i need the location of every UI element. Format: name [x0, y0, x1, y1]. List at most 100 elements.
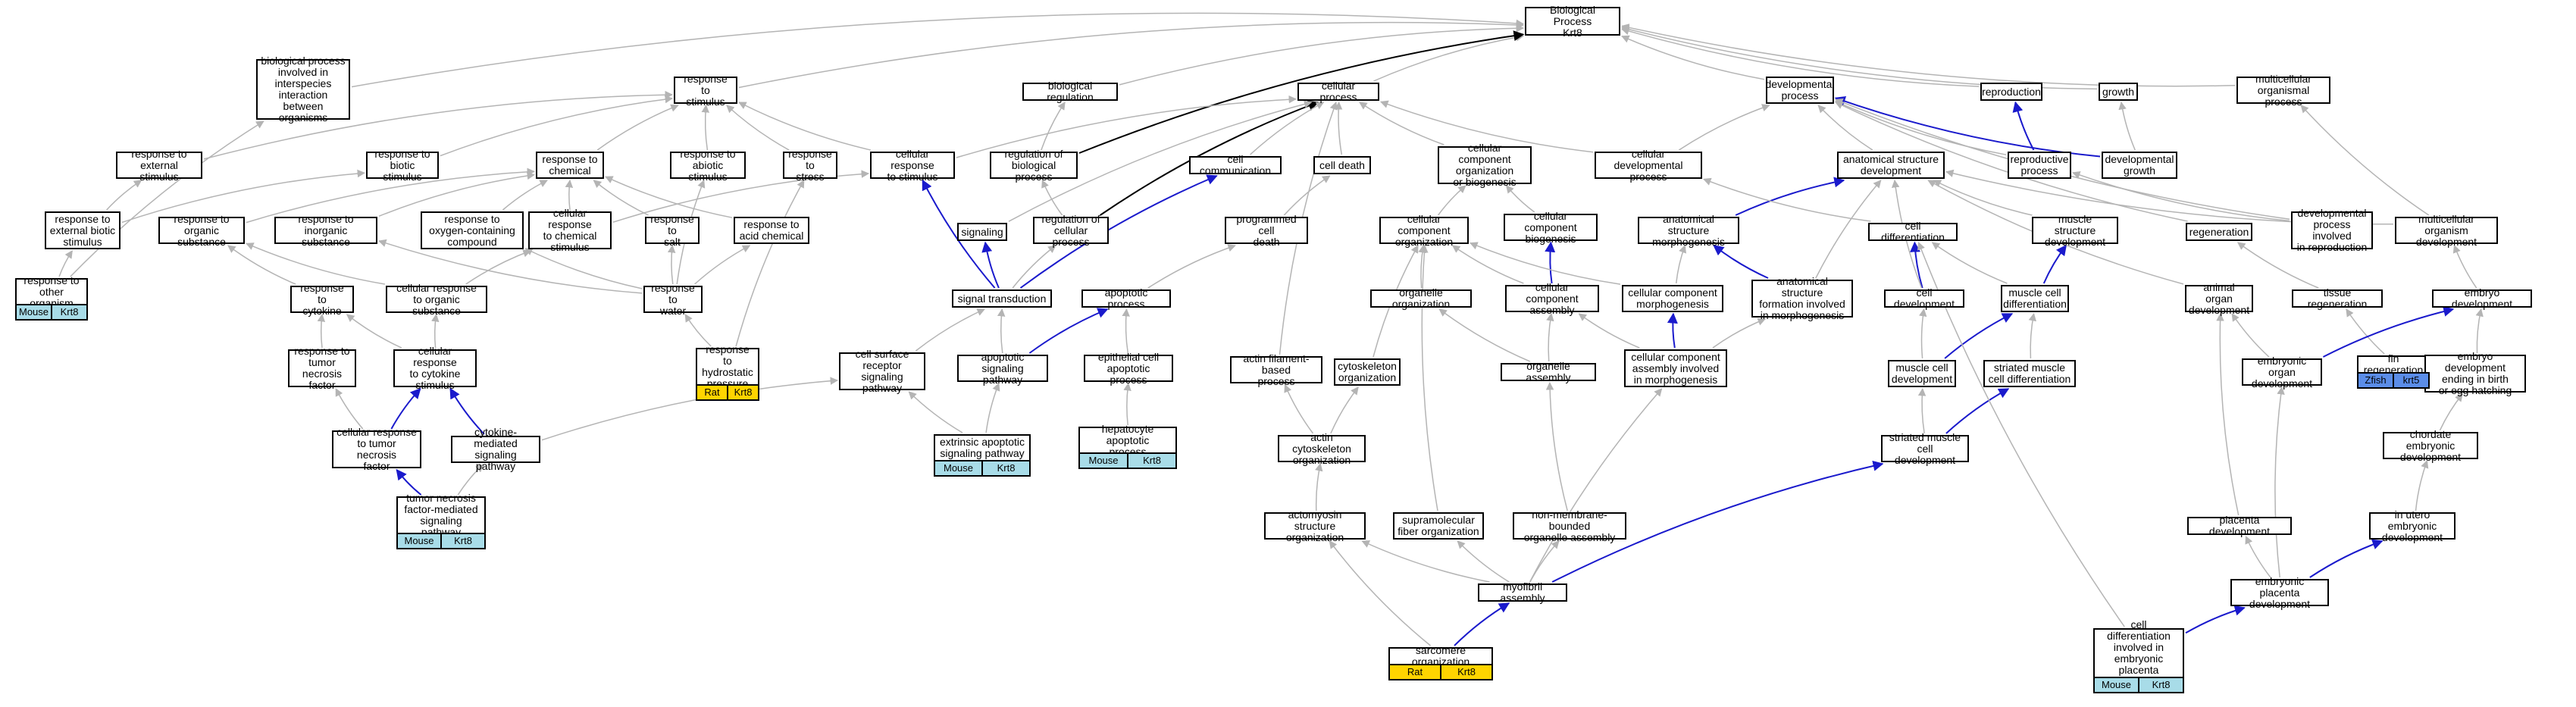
- edge-devproc-to-root: [1621, 35, 1765, 80]
- go-term-cellproc[interactable]: cellular process: [1297, 80, 1379, 103]
- go-term-resp-oxy[interactable]: response to oxygen-containing compound: [421, 211, 524, 249]
- go-term-embryo-organ[interactable]: embryonic organ development: [2242, 355, 2322, 389]
- go-term-anat-dev[interactable]: anatomical structure development: [1837, 152, 1945, 179]
- go-term-signaling[interactable]: signaling: [957, 223, 1007, 241]
- go-term-cell-dev-proc[interactable]: cellular developmental process: [1595, 148, 1702, 182]
- edge-resp-hydro-to-resp-stress: [735, 180, 805, 347]
- go-term-actin-fil[interactable]: actin filament-based process: [1230, 352, 1322, 386]
- go-term-muscle-dev[interactable]: muscle cell development: [1888, 360, 1956, 387]
- edge-multiproc-to-root: [1620, 23, 2236, 87]
- go-term-resp-ext[interactable]: response to external stimulus: [116, 148, 202, 182]
- go-term-resp-other[interactable]: response to other organism: [15, 274, 88, 308]
- go-term-resp-chem[interactable]: response to chemical: [536, 152, 604, 179]
- go-term-dev-growth[interactable]: developmental growth: [2102, 152, 2177, 179]
- go-term-striated-diff[interactable]: striated muscle cell differentiation: [1983, 360, 2076, 387]
- go-term-resp-stress[interactable]: response to stress: [783, 148, 837, 182]
- go-term-cytoskel-org[interactable]: cytoskeleton organization: [1334, 358, 1401, 386]
- go-term-animal-organ[interactable]: animal organ development: [2185, 281, 2253, 315]
- go-term-cell-resp-tnf[interactable]: cellular response to tumor necrosis fact…: [332, 427, 421, 472]
- go-term-placenta[interactable]: placenta development: [2187, 515, 2292, 537]
- go-term-muscle-struct[interactable]: muscle structure development: [2032, 213, 2118, 247]
- go-term-cell-resp-chem[interactable]: cellular response to chemical stimulus: [528, 208, 612, 253]
- edge-muscle-diff-to-muscle-struct: [2042, 244, 2067, 284]
- go-term-csr-sig[interactable]: cell surface receptor signaling pathway: [839, 349, 925, 394]
- go-term-org-org[interactable]: organelle organization: [1370, 287, 1472, 310]
- edge-epi-apop-to-apop-proc: [1122, 308, 1130, 354]
- go-term-cell-dev[interactable]: cell development: [1884, 287, 1964, 310]
- go-term-muscle-diff[interactable]: muscle cell differentiation: [2001, 285, 2069, 312]
- go-term-resp-cyto[interactable]: response to cytokine: [290, 282, 354, 316]
- go-term-bioreg[interactable]: biological regulation: [1022, 80, 1118, 103]
- go-term-nonmem[interactable]: non-membrane-bounded organelle assembly: [1513, 508, 1626, 543]
- go-term-multi-dev[interactable]: multicellular organism development: [2395, 213, 2498, 247]
- go-term-resp-tnf[interactable]: response to tumor necrosis factor: [288, 346, 356, 391]
- go-term-resp-acid[interactable]: response to acid chemical: [734, 217, 809, 244]
- go-term-resp-water[interactable]: response to water: [643, 282, 703, 316]
- go-term-cell-resp-org[interactable]: cellular response to organic substance: [386, 282, 487, 316]
- go-term-resp-salt[interactable]: response to salt: [645, 213, 700, 247]
- go-term-resp-abio[interactable]: response to abiotic stimulus: [670, 148, 746, 182]
- go-term-cc-org[interactable]: cellular component organization: [1379, 213, 1469, 247]
- go-term-sig-trans[interactable]: signal transduction: [952, 289, 1052, 308]
- go-term-cc-assembly[interactable]: cellular component assembly: [1505, 281, 1599, 315]
- go-term-reg-bio[interactable]: regulation of biological process: [990, 148, 1078, 182]
- go-term-chordate[interactable]: chordate embryonic development: [2383, 428, 2478, 462]
- edge-cc-org-to-ccorg-bio: [1437, 185, 1466, 216]
- go-term-root[interactable]: Biological Process Krt8: [1525, 4, 1620, 38]
- go-term-apop-sig[interactable]: apoptotic signaling pathway: [957, 351, 1048, 385]
- go-term-cc-biogen[interactable]: cellular component biogenesis: [1504, 210, 1598, 244]
- go-term-resp-bio[interactable]: response to biotic stimulus: [366, 148, 439, 182]
- go-term-inutero[interactable]: in utero embryonic development: [2369, 508, 2455, 543]
- go-term-bpinter[interactable]: biological process involved in interspec…: [256, 55, 350, 124]
- badge-species: Zfish: [2365, 374, 2387, 386]
- go-term-resp-hydro[interactable]: response to hydrostatic pressure: [696, 344, 759, 389]
- go-term-actin-cyto[interactable]: actin cytoskeleton organization: [1278, 431, 1366, 465]
- go-term-regen[interactable]: regeneration: [2186, 223, 2252, 241]
- go-term-tnf-sig[interactable]: tumor necrosis factor-mediated signaling…: [396, 493, 486, 538]
- go-term-apop-proc[interactable]: apoptotic process: [1081, 287, 1171, 310]
- go-term-fin-regen[interactable]: fin regeneration: [2357, 353, 2430, 376]
- go-term-devproc[interactable]: developmental process: [1765, 77, 1835, 104]
- go-term-multiproc[interactable]: multicellular organismal process: [2236, 73, 2330, 107]
- go-term-resp-org[interactable]: response to organic substance: [158, 213, 245, 247]
- go-term-tissue-regen[interactable]: tissue regeneration: [2292, 287, 2383, 310]
- go-term-prog-death[interactable]: programmed cell death: [1225, 213, 1308, 247]
- go-term-embryo-birth[interactable]: embryo development ending in birth or eg…: [2424, 351, 2526, 396]
- badge-species: Mouse: [943, 462, 974, 474]
- go-term-dev-repro[interactable]: developmental process involved in reprod…: [2291, 208, 2373, 253]
- go-term-anat-form[interactable]: anatomical structure formation involved …: [1751, 276, 1853, 321]
- go-term-cell-diff-placenta[interactable]: cell differentiation involved in embryon…: [2093, 619, 2184, 687]
- edge-striated-diff-to-muscle-diff: [2028, 312, 2036, 359]
- go-term-supramol[interactable]: supramolecular fiber organization: [1393, 512, 1484, 540]
- go-term-epi-apop[interactable]: epithelial cell apoptotic process: [1084, 351, 1173, 385]
- edge-signaling-to-cellproc: [1008, 100, 1313, 222]
- go-term-cell-death[interactable]: cell death: [1313, 156, 1371, 174]
- go-term-striated-dev[interactable]: striated muscle cell development: [1881, 431, 1969, 465]
- go-term-ext-apop[interactable]: extrinsic apoptotic signaling pathway: [934, 434, 1031, 461]
- go-term-actomyosin[interactable]: actomyosin structure organization: [1264, 508, 1366, 543]
- go-term-sarcomere[interactable]: sarcomere organization: [1388, 645, 1493, 668]
- go-term-cc-assembly-morph[interactable]: cellular component assembly involved in …: [1624, 349, 1727, 387]
- go-term-repro[interactable]: reproduction: [1980, 83, 2042, 101]
- go-term-ccorg-bio[interactable]: cellular component organization or bioge…: [1438, 142, 1532, 188]
- go-term-growth[interactable]: growth: [2099, 83, 2138, 101]
- go-term-hep-apop[interactable]: hepatocyte apoptotic process: [1078, 423, 1177, 457]
- go-term-resp-ext-bio[interactable]: response to external biotic stimulus: [45, 211, 121, 249]
- edge-anat-form-to-anat-morph: [1713, 245, 1769, 279]
- go-term-cell-resp-stim[interactable]: cellular response to stimulus: [870, 148, 955, 182]
- go-term-resp-stim[interactable]: response to stimulus: [674, 73, 737, 107]
- go-term-org-assembly[interactable]: organelle assembly: [1501, 361, 1596, 383]
- go-term-embryo-placenta[interactable]: embryonic placenta development: [2230, 575, 2329, 609]
- go-term-cell-resp-cyto[interactable]: cellular response to cytokine stimulus: [393, 346, 477, 391]
- go-term-anat-morph[interactable]: anatomical structure morphogenesis: [1638, 213, 1739, 247]
- go-term-cell-diff[interactable]: cell differentiation: [1868, 221, 1958, 243]
- go-term-resp-inorg[interactable]: response to inorganic substance: [274, 213, 377, 247]
- go-term-myofibril[interactable]: myofibril assembly: [1478, 581, 1567, 604]
- go-term-repro-proc[interactable]: reproductive process: [2008, 152, 2071, 179]
- edge-reg-cell-to-cellproc: [1100, 100, 1319, 216]
- go-term-embryo-dev[interactable]: embryo development: [2432, 287, 2532, 310]
- go-term-cyto-sig[interactable]: cytokine-mediated signaling pathway: [451, 427, 540, 472]
- go-term-cc-morph[interactable]: cellular component morphogenesis: [1622, 285, 1723, 312]
- go-term-cell-comm[interactable]: cell communication: [1189, 154, 1282, 177]
- go-term-reg-cell[interactable]: regulation of cellular process: [1033, 213, 1109, 247]
